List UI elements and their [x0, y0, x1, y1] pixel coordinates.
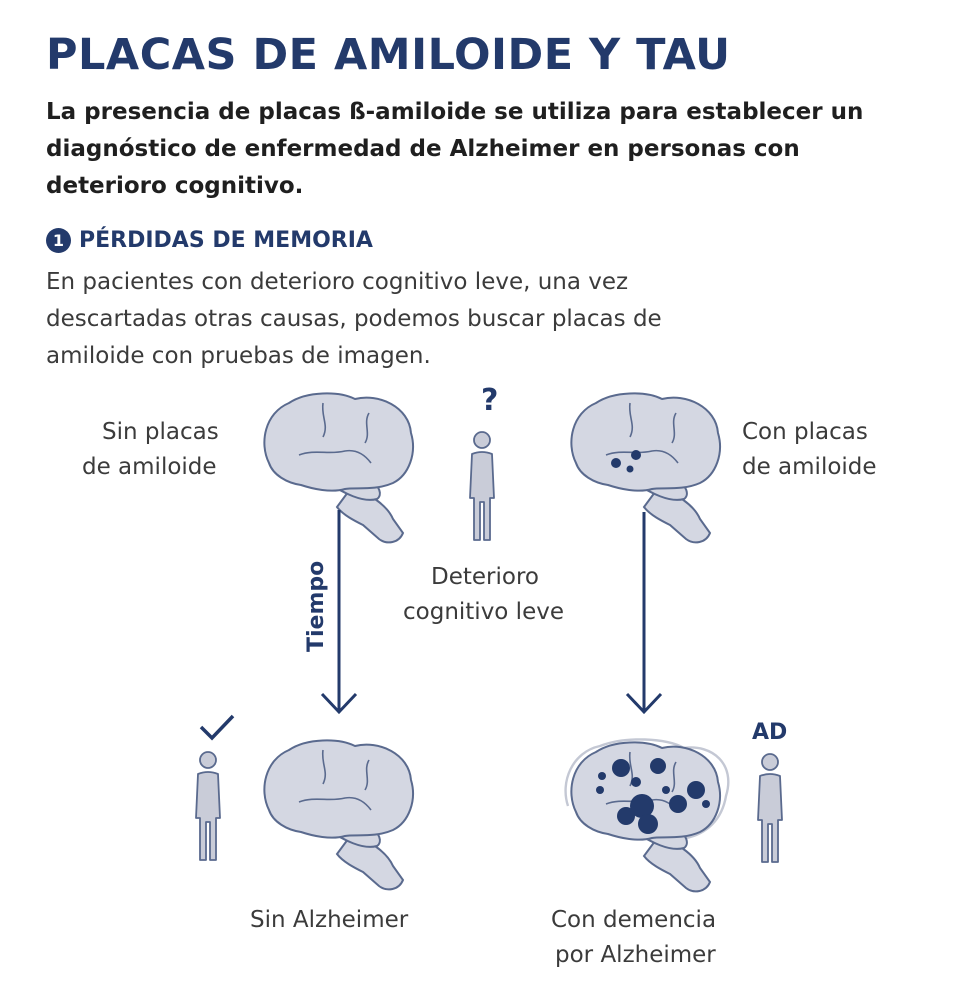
label-center-line1: Deterioro — [431, 564, 539, 590]
label-no-plaques-line1: Sin placas — [102, 419, 219, 445]
arrow-left-down — [320, 510, 358, 715]
label-outcome-dementia-line1: Con demencia — [551, 907, 717, 933]
brain-with-plaques-top — [570, 392, 721, 544]
person-healthy-icon — [195, 751, 221, 861]
person-mild-impairment-icon — [469, 431, 495, 541]
label-plaques-line1: Con placas — [742, 419, 868, 445]
question-mark: ? — [481, 383, 499, 418]
page-subtitle: La presencia de placas ß-amiloide se uti… — [46, 99, 864, 199]
arrow-right-down — [625, 512, 663, 715]
time-axis-label: Tiempo — [304, 560, 329, 652]
person-alzheimer-icon — [757, 753, 783, 863]
brain-no-alzheimer — [263, 739, 414, 891]
ad-badge: AD — [752, 720, 788, 745]
label-no-plaques-line2: de amiloide — [82, 454, 217, 480]
section-body: En pacientes con deterioro cognitivo lev… — [46, 269, 662, 369]
page-title: PLACAS DE AMILOIDE Y TAU — [46, 30, 731, 80]
brain-alzheimer-dementia — [564, 738, 730, 893]
label-outcome-dementia-line2: por Alzheimer — [555, 942, 716, 968]
label-outcome-no-alzheimer: Sin Alzheimer — [250, 907, 409, 933]
label-center-line2: cognitivo leve — [403, 599, 564, 625]
section-title: PÉRDIDAS DE MEMORIA — [79, 228, 373, 253]
section-number-badge: 1 — [46, 228, 71, 253]
checkmark-icon — [199, 714, 235, 741]
section-header: 1 PÉRDIDAS DE MEMORIA — [46, 228, 373, 253]
label-plaques-line2: de amiloide — [742, 454, 877, 480]
